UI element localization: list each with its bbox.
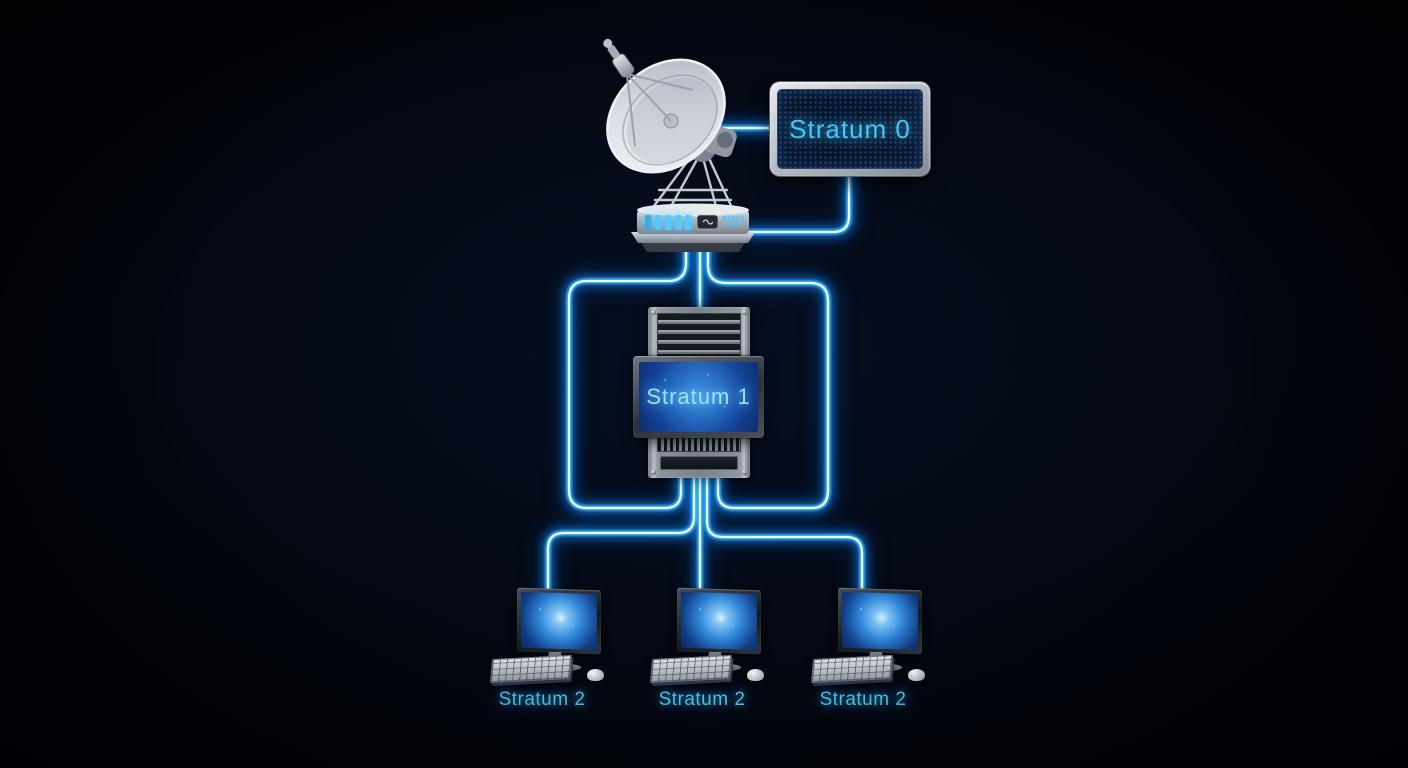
stratum2-label: Stratum 2	[819, 689, 907, 710]
stratum0-panel: Stratum 0	[770, 82, 930, 176]
pedestal-badge	[696, 214, 719, 230]
keyboard	[489, 654, 573, 684]
stratum1-label: Stratum 1	[646, 384, 751, 409]
stratum0-screen: Stratum 0	[777, 89, 923, 169]
workstation-screen	[842, 591, 918, 651]
workstation-center: Stratum 2	[649, 587, 799, 729]
stratum1-screen: Stratum 1	[639, 362, 758, 432]
mouse	[747, 669, 764, 681]
screw-icon	[651, 310, 656, 315]
workstation-left: Stratum 2	[489, 587, 639, 729]
keyboard	[649, 654, 733, 684]
workstation-monitor	[838, 587, 922, 655]
workstation-monitor	[677, 587, 761, 655]
workstation-screen	[521, 591, 597, 651]
stratum0-label: Stratum 0	[789, 113, 911, 144]
server-drive-slot	[660, 456, 738, 470]
workstation-screen	[681, 591, 757, 651]
stratum2-label: Stratum 2	[658, 689, 746, 710]
stratum1-monitor: Stratum 1	[633, 356, 764, 438]
mouse	[908, 669, 925, 681]
stratum2-label: Stratum 2	[498, 689, 586, 710]
workstation-monitor	[517, 587, 601, 655]
workstation-right: Stratum 2	[810, 587, 960, 729]
screw-icon	[651, 470, 656, 475]
screw-icon	[742, 310, 747, 315]
screw-icon	[742, 470, 747, 475]
dish-pedestal	[631, 203, 755, 252]
satellite-dish	[603, 38, 755, 252]
mouse	[587, 669, 604, 681]
keyboard	[810, 654, 894, 684]
